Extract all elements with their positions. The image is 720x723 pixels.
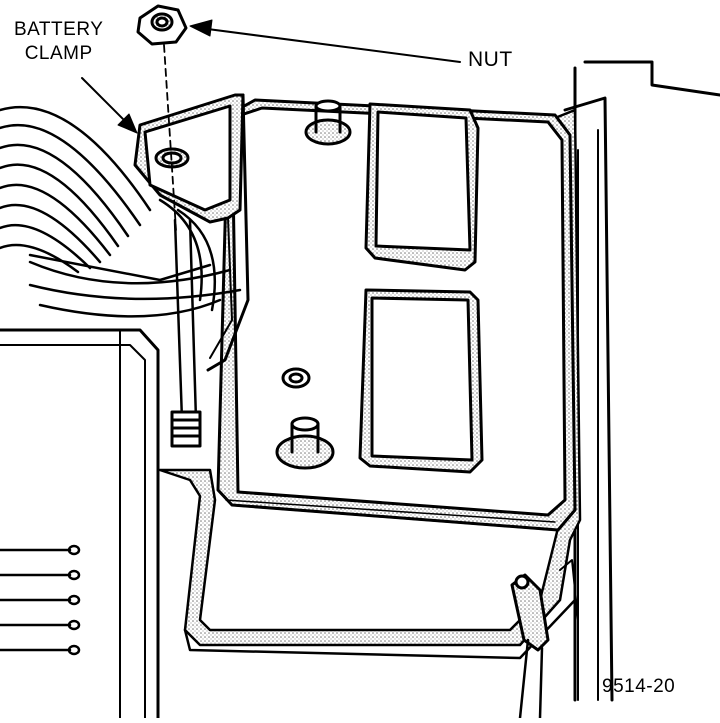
- battery-clamp-label-line2: CLAMP: [24, 43, 93, 64]
- battery-vent-cover-upper: [364, 102, 480, 272]
- inner-fender-panel: [563, 60, 720, 702]
- figure-number: 9514-20: [602, 676, 676, 697]
- hold-down-nut: [136, 4, 188, 46]
- battery-vent-cover-lower: [358, 288, 484, 474]
- battery-indicator-eye: [281, 367, 311, 389]
- battery-clamp-label: BATTERY CLAMP: [14, 18, 103, 66]
- hold-down-j-bolt: [170, 218, 202, 448]
- battery-terminal-positive: [304, 99, 352, 146]
- battery-clamp-leader-line: [81, 77, 138, 134]
- battery-terminal-negative: [275, 416, 335, 470]
- nut-axis-line: [163, 44, 177, 231]
- nut-leader-line: [189, 19, 461, 63]
- air-cleaner-housing: [0, 328, 160, 720]
- ground-cable-terminal: [510, 559, 579, 720]
- air-intake-hose: [0, 105, 212, 282]
- battery-hold-down-clamp: [133, 93, 250, 372]
- battery-clamp-label-line1: BATTERY: [14, 19, 104, 40]
- wiring-harness: [28, 198, 242, 318]
- nut-label: NUT: [468, 48, 513, 71]
